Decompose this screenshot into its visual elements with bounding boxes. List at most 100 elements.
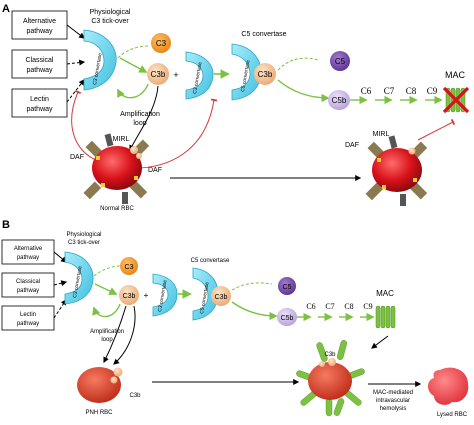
pathway-box-lectin-b: Lectin pathway bbox=[1, 305, 55, 331]
normal-rbc-label: Normal RBC bbox=[100, 206, 134, 212]
pathway-b-cls-1: Classical bbox=[16, 279, 40, 285]
pathway-label-lectin-2: pathway bbox=[26, 106, 53, 113]
c3b-b-label: C3b bbox=[123, 293, 136, 300]
tickover-label-2: C3 tick-over bbox=[91, 18, 129, 25]
plus-b: + bbox=[144, 291, 149, 300]
c3-convertase-label: C3 convertase bbox=[92, 52, 104, 85]
c5-convertase-c3b bbox=[254, 63, 276, 85]
plus-sign: + bbox=[173, 70, 178, 80]
c6-b-label: C6 bbox=[306, 302, 315, 311]
c3b-b-molecule: C3b bbox=[119, 285, 139, 305]
attacked-rbc bbox=[296, 340, 365, 417]
c5-convertase-c3b-label: C3b bbox=[258, 70, 273, 79]
pathway-label-alternative-1: Alternative bbox=[23, 18, 56, 25]
c3-flow-b-dashed bbox=[93, 265, 121, 277]
protected-rbc bbox=[365, 135, 428, 206]
c3b-to-cell-arrow bbox=[129, 85, 159, 152]
mac-b-label: MAC bbox=[376, 289, 394, 298]
hemolysis-label-3: hemolysis bbox=[380, 406, 407, 412]
pathway-b-lec-2: pathway bbox=[17, 321, 39, 327]
c3-molecule: C3 bbox=[151, 33, 171, 53]
lysed-rbc-label: Lysed RBC bbox=[437, 412, 468, 418]
c3-convertase-b-label: C3 convertase bbox=[72, 265, 84, 298]
terminal-chain: C6 C7 C8 C9 bbox=[350, 86, 443, 105]
mac-blocked-icon bbox=[442, 86, 470, 114]
c3-convertase-b-shape: C3 convertase bbox=[64, 251, 94, 305]
c6-label: C6 bbox=[361, 86, 372, 96]
pathway-box-classical: Classical pathway bbox=[11, 49, 68, 79]
panel-b: B Alternative pathway Classical pathway … bbox=[1, 219, 469, 418]
mac-b-icon bbox=[375, 305, 396, 329]
pathway-box-lectin: Lectin pathway bbox=[11, 88, 68, 118]
pnh-rbc bbox=[77, 367, 123, 403]
c5b-b-molecule: C5b bbox=[277, 308, 297, 326]
pathway-box-alternative-b: Alternative pathway bbox=[1, 239, 55, 265]
pnh-rbc-c3b-label: C3b bbox=[129, 393, 141, 399]
c3b-molecule: C3b bbox=[147, 63, 169, 85]
c5b-b-label: C5b bbox=[281, 315, 294, 322]
pathway-label-classical-2: pathway bbox=[26, 67, 53, 74]
c5-b-label: C5 bbox=[283, 284, 292, 291]
c3b-to-pnh-arrow-2 bbox=[113, 305, 136, 365]
c9-label: C9 bbox=[427, 86, 438, 96]
c3-convertase-b2-shape: C3 convertase bbox=[152, 273, 178, 317]
c5-convertase-label: C5 convertase bbox=[240, 59, 252, 92]
pathway-box-classical-b: Classical pathway bbox=[1, 272, 55, 298]
c3-b-label: C3 bbox=[125, 264, 134, 271]
c5-convertase-b-label: C5 convertase bbox=[199, 281, 211, 314]
tickover-b-1: Physiological bbox=[66, 232, 101, 238]
arrow-b-alt bbox=[53, 251, 67, 263]
panel-b-label: B bbox=[2, 219, 10, 231]
pnh-rbc-label: PNH RBC bbox=[85, 410, 113, 416]
c9-b-label: C9 bbox=[363, 302, 372, 311]
c3b-to-pnh-arrow-1 bbox=[103, 305, 127, 364]
c5-b-molecule: C5 bbox=[278, 277, 296, 295]
arrow-alt-to-convertase bbox=[66, 24, 85, 39]
arrow-b-classical bbox=[53, 280, 68, 287]
c5-convertase-b-shape: C5 convertase C3b bbox=[192, 267, 231, 321]
amplification-b-2: loop bbox=[101, 337, 113, 343]
c5-convertase-b-c3b bbox=[211, 286, 231, 306]
c7-b-label: C7 bbox=[325, 302, 334, 311]
c8-label: C8 bbox=[406, 86, 417, 96]
c3-to-c3b-arrow bbox=[119, 57, 148, 73]
c3-convertase-2-shape: C3 convertase bbox=[185, 51, 214, 100]
hemolysis-label-2: intravascular bbox=[376, 398, 410, 404]
c3-to-c3b-b-arrow bbox=[94, 283, 118, 295]
amplification-label-2: loop bbox=[133, 120, 146, 127]
arrow-classical-to-convertase bbox=[66, 59, 86, 66]
c5-b-dashed bbox=[231, 282, 273, 291]
amplification-b-1: Amplification bbox=[90, 329, 124, 335]
c3-flow-arrow bbox=[117, 45, 151, 59]
c3-convertase-shape: C3 convertase bbox=[83, 29, 117, 91]
pathway-label-classical-1: Classical bbox=[25, 57, 53, 64]
c7-label: C7 bbox=[384, 86, 395, 96]
tickover-b-2: C3 tick-over bbox=[68, 240, 100, 246]
c3b-label: C3b bbox=[151, 70, 166, 79]
amplification-b-arrow bbox=[92, 303, 121, 318]
c5-molecule: C5 bbox=[330, 51, 350, 71]
daf-right-label: DAF bbox=[345, 142, 359, 149]
pathway-box-alternative: Alternative pathway bbox=[11, 10, 68, 40]
c5-convertase-b-title: C5 convertase bbox=[191, 258, 230, 264]
terminal-chain-b: C6 C7 C8 C9 bbox=[297, 302, 375, 322]
c3-label: C3 bbox=[156, 39, 167, 48]
c3-convertase-b2-label: C3 convertase bbox=[157, 279, 169, 312]
pathway-label-lectin-1: Lectin bbox=[30, 96, 49, 103]
amplification-loop-arrow bbox=[117, 83, 149, 99]
c8-b-label: C8 bbox=[344, 302, 353, 311]
daf-left-label: DAF bbox=[70, 154, 84, 161]
c5-convertase-b-c3b-label: C3b bbox=[215, 294, 228, 301]
panel-a: A Alternative pathway Classical pathway … bbox=[2, 3, 470, 212]
mirl-inhibit-mac bbox=[417, 118, 456, 141]
pathway-b-lec-1: Lectin bbox=[20, 312, 36, 318]
mac-to-cell-arrow bbox=[371, 335, 389, 349]
c5b-molecule: C5b bbox=[328, 90, 350, 110]
c5-convertase-title: C5 convertase bbox=[241, 31, 286, 38]
panel-a-label: A bbox=[2, 3, 10, 15]
c5-label: C5 bbox=[335, 57, 346, 66]
lysed-rbc bbox=[428, 367, 469, 405]
amplification-label-1: Amplification bbox=[120, 111, 160, 118]
arrow-b-to-c5b bbox=[231, 301, 278, 321]
